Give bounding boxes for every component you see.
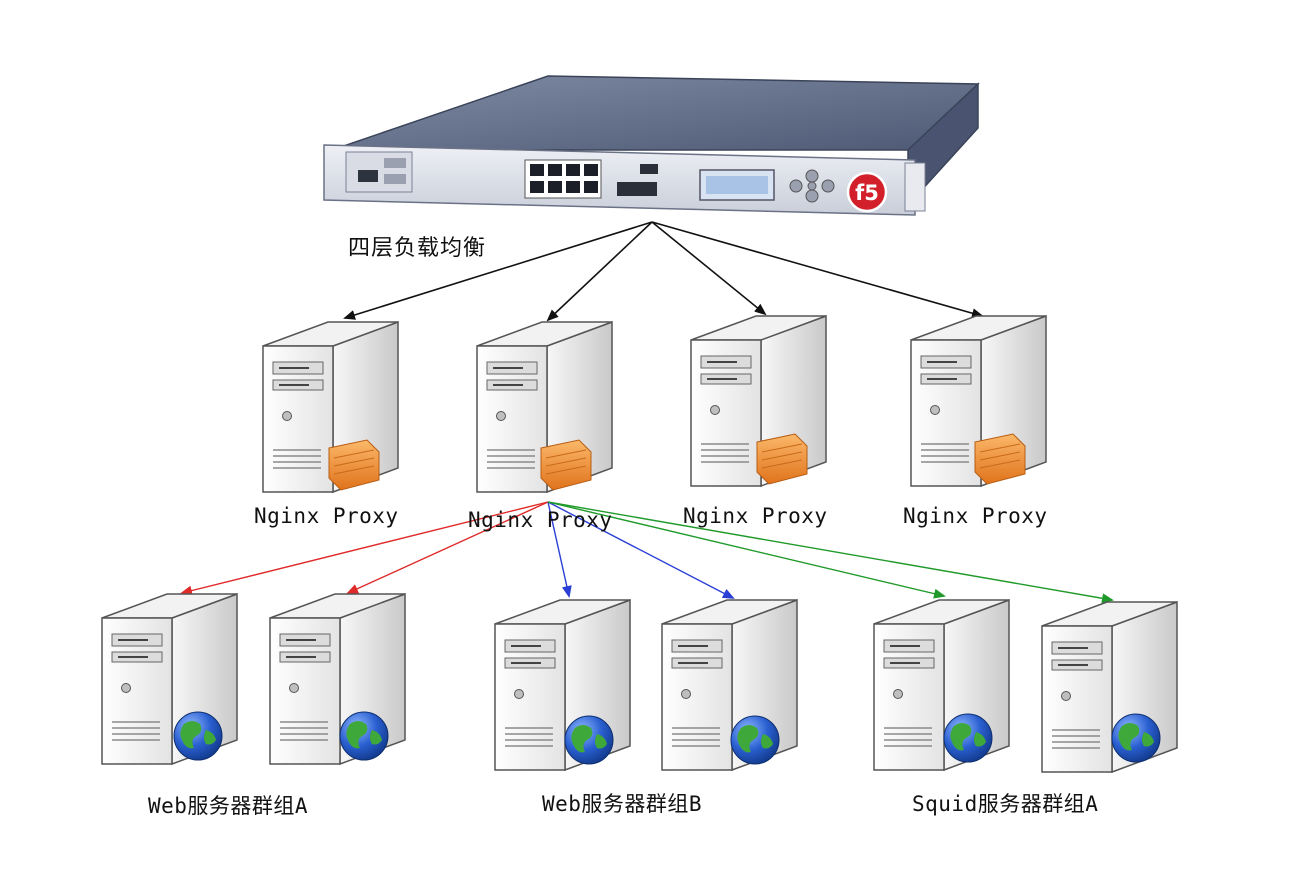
proxy-to-web-group-b-connectors (547, 501, 735, 599)
proxy-label-3: Nginx Proxy (683, 504, 828, 528)
connector-proxy-1 (343, 221, 653, 320)
balancer-to-proxy-connectors (343, 221, 984, 322)
proxy-to-squid-group-connectors (547, 501, 1114, 604)
connector-proxy-4 (651, 221, 984, 319)
globe-icon (564, 715, 614, 765)
balancer-label: 四层负载均衡 (348, 236, 487, 261)
connector-web-a-2 (346, 501, 549, 594)
squid-group-server-1 (873, 599, 1010, 771)
proxy-label-2: Nginx Proxy (468, 508, 613, 532)
proxy-server-3 (690, 315, 827, 487)
firewall-icon (974, 433, 1026, 485)
web-group-b-label: Web服务器群组B (542, 792, 703, 816)
proxy-server-4 (910, 315, 1047, 487)
web-group-a-label: Web服务器群组A (148, 794, 309, 818)
web-group-a-server-1 (101, 593, 238, 765)
firewall-icon (540, 439, 592, 491)
proxy-label-4: Nginx Proxy (903, 504, 1048, 528)
globe-icon (943, 713, 993, 763)
squid-group-label: Squid服务器群组A (912, 792, 1099, 816)
globe-icon (173, 711, 223, 761)
web-group-b-server-1 (494, 599, 631, 771)
globe-icon (339, 711, 389, 761)
proxy-label-1: Nginx Proxy (254, 504, 399, 528)
connector-web-b-2 (547, 501, 735, 599)
proxy-server-1 (262, 321, 399, 493)
connector-squid-1 (547, 501, 946, 599)
globe-icon (730, 715, 780, 765)
globe-icon (1111, 713, 1161, 763)
f5-logo: f5 (846, 171, 888, 213)
firewall-icon (328, 439, 380, 491)
web-group-b-server-2 (661, 599, 798, 771)
connector-web-b-1 (547, 501, 572, 598)
proxy-server-2 (476, 321, 613, 493)
firewall-icon (756, 433, 808, 485)
f5-load-balancer: f5 (323, 75, 980, 216)
proxy-to-web-group-a-connectors (180, 501, 549, 596)
connector-proxy-2 (546, 221, 653, 322)
web-group-a-server-2 (269, 593, 406, 765)
f5-logo-text: f5 (855, 181, 879, 205)
connector-web-a-1 (180, 501, 549, 596)
connector-squid-2 (547, 501, 1114, 604)
connector-proxy-3 (651, 221, 767, 316)
squid-group-server-2 (1041, 601, 1178, 773)
